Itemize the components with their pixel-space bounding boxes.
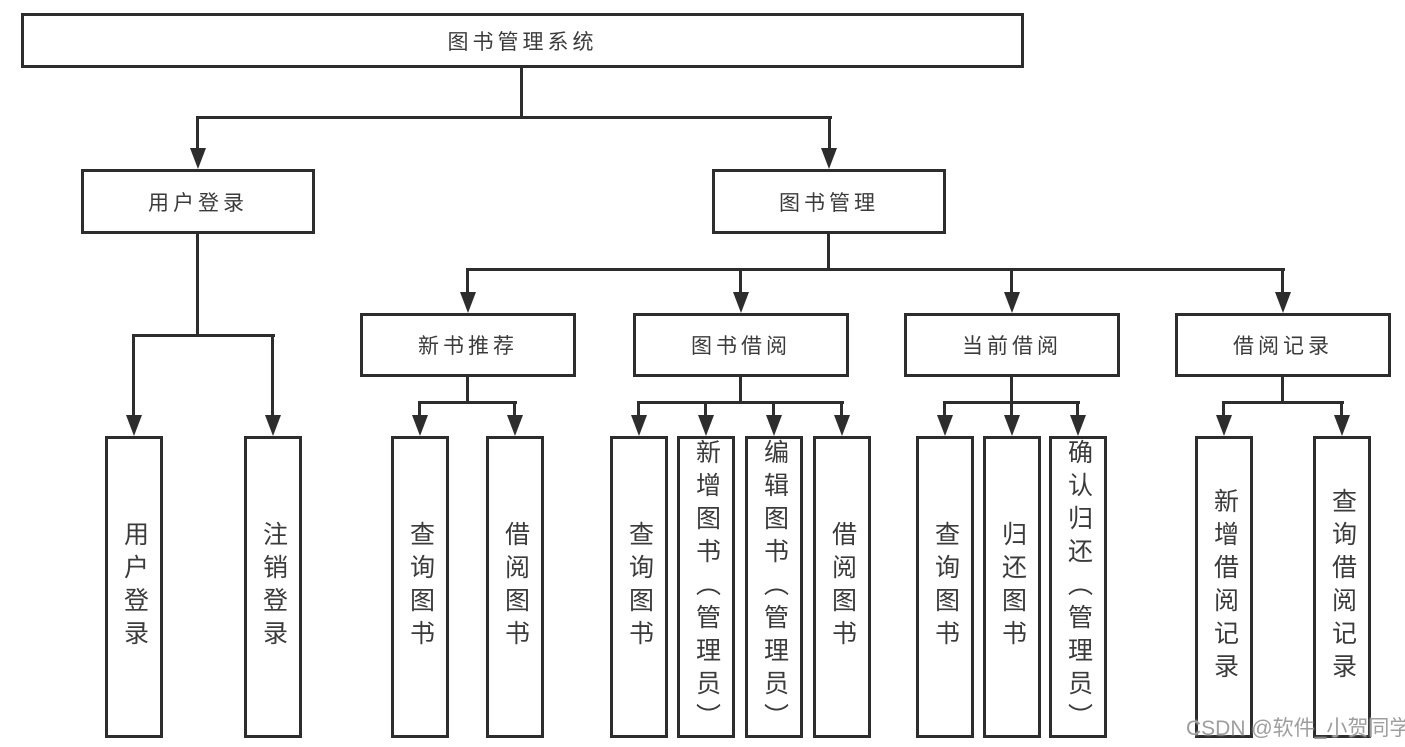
node-book-borrowing: 图书借阅 — [633, 313, 849, 377]
connector-vline — [827, 232, 830, 270]
node-borrowing-records: 借阅记录 — [1175, 313, 1391, 377]
connector-vline — [943, 401, 946, 417]
arrow-down-icon — [190, 148, 206, 169]
connector-vline — [772, 401, 775, 417]
connector-vline — [132, 334, 135, 417]
node-new-book-recommendation: 新书推荐 — [360, 313, 576, 377]
arrow-down-icon — [1004, 292, 1020, 313]
leaf-query-books-borrowing: 查询图书 — [610, 436, 668, 738]
leaf-add-books-admin: 新增图书（管理员） — [677, 436, 735, 738]
arrow-down-icon — [1004, 415, 1020, 436]
leaf-query-borrow-record: 查询借阅记录 — [1313, 436, 1371, 738]
node-book-management: 图书管理 — [712, 169, 946, 234]
connector-vline — [466, 375, 469, 403]
arrow-down-icon — [1334, 415, 1350, 436]
connector-vline — [1010, 401, 1013, 417]
arrow-down-icon — [1070, 415, 1086, 436]
arrow-down-icon — [1216, 415, 1232, 436]
connector-hline — [418, 401, 517, 404]
connector-vline — [828, 116, 831, 150]
connector-vline — [1222, 401, 1225, 417]
node-user-login: 用户登录 — [81, 169, 315, 234]
connector-vline — [196, 116, 199, 150]
arrow-down-icon — [937, 415, 953, 436]
connector-vline — [1281, 375, 1284, 403]
connector-vline — [520, 67, 523, 118]
connector-vline — [840, 401, 843, 417]
leaf-logout: 注销登录 — [244, 436, 302, 738]
connector-vline — [196, 232, 199, 336]
connector-vline — [704, 401, 707, 417]
connector-vline — [1076, 401, 1079, 417]
leaf-query-books-recommend: 查询图书 — [391, 436, 449, 738]
leaf-confirm-return-admin: 确认归还（管理员） — [1049, 436, 1107, 738]
arrow-down-icon — [821, 148, 837, 169]
arrow-down-icon — [126, 415, 142, 436]
csdn-watermark: CSDN @软件_小贺同学 — [1186, 717, 1405, 740]
arrow-down-icon — [1275, 292, 1291, 313]
connector-hline — [1222, 401, 1344, 404]
arrow-down-icon — [834, 415, 850, 436]
connector-hline — [196, 116, 832, 119]
leaf-user-login: 用户登录 — [105, 436, 163, 738]
leaf-edit-books-admin: 编辑图书（管理员） — [745, 436, 803, 738]
arrow-down-icon — [631, 415, 647, 436]
arrow-down-icon — [733, 292, 749, 313]
connector-vline — [739, 375, 742, 403]
arrow-down-icon — [507, 415, 523, 436]
node-current-borrowing: 当前借阅 — [904, 313, 1120, 377]
connector-vline — [739, 268, 742, 294]
connector-vline — [637, 401, 640, 417]
leaf-query-books-current: 查询图书 — [916, 436, 974, 738]
arrow-down-icon — [698, 415, 714, 436]
connector-vline — [271, 334, 274, 417]
arrow-down-icon — [460, 292, 476, 313]
leaf-borrow-books-recommend: 借阅图书 — [486, 436, 544, 738]
arrow-down-icon — [412, 415, 428, 436]
arrow-down-icon — [766, 415, 782, 436]
connector-vline — [513, 401, 516, 417]
connector-hline — [132, 334, 275, 337]
connector-vline — [1010, 375, 1013, 403]
leaf-borrow-books: 借阅图书 — [813, 436, 871, 738]
connector-hline — [466, 268, 1285, 271]
arrow-down-icon — [265, 415, 281, 436]
connector-vline — [1340, 401, 1343, 417]
connector-vline — [466, 268, 469, 294]
connector-vline — [418, 401, 421, 417]
leaf-add-borrow-record: 新增借阅记录 — [1195, 436, 1253, 738]
connector-vline — [1010, 268, 1013, 294]
connector-hline — [637, 401, 844, 404]
connector-vline — [1281, 268, 1284, 294]
node-library-management-system: 图书管理系统 — [21, 13, 1024, 68]
leaf-return-books: 归还图书 — [983, 436, 1041, 738]
